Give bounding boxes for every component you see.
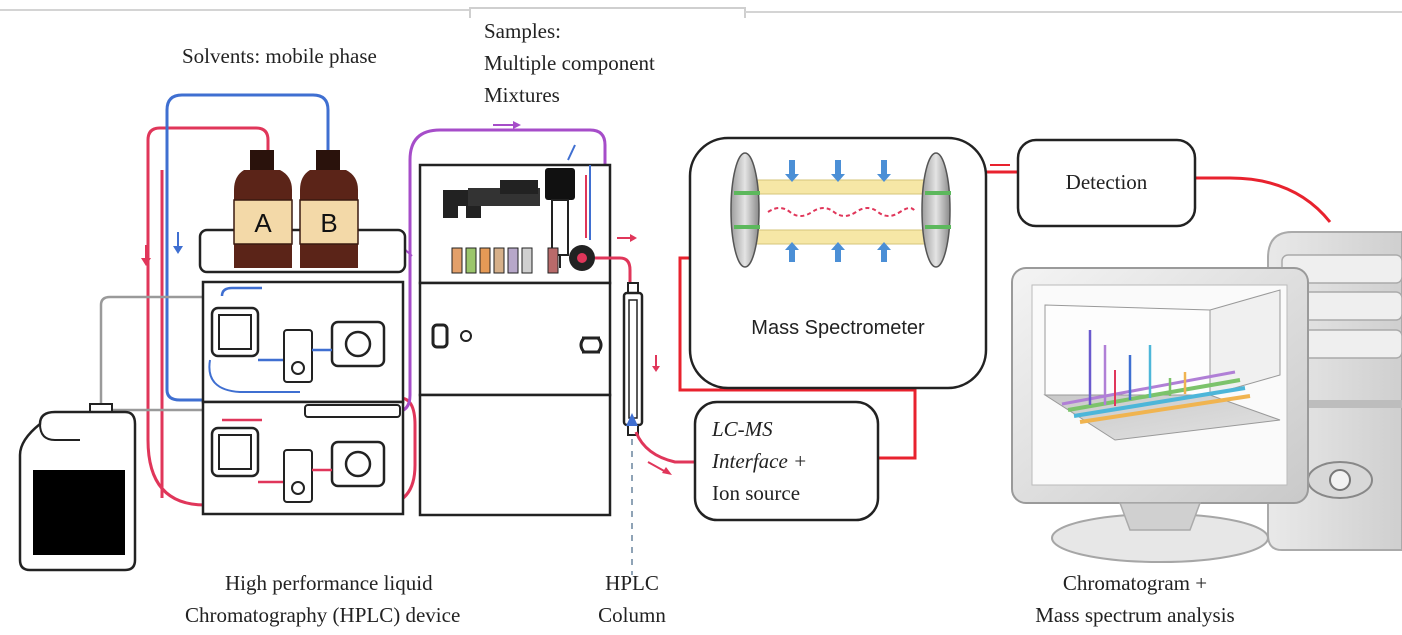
solvent-bottle-a-icon: A (233, 150, 293, 268)
top-border (0, 7, 1402, 18)
samples-label-line3: Mixtures (484, 83, 560, 107)
mass-spectrometer-label: Mass Spectrometer (751, 317, 925, 339)
samples-label-line2: Multiple component (484, 51, 655, 75)
interface-box (693, 400, 880, 522)
analysis-label-line1: Chromatogram + (1062, 571, 1208, 595)
hplc-column-icon (622, 282, 695, 575)
samples-label-line1: Samples: (484, 19, 561, 43)
hplc-device-label-line1: High performance liquid (225, 571, 433, 595)
solvents-label: Solvents: mobile phase (182, 44, 377, 68)
interface-label-line2: Interface + (712, 449, 808, 473)
detection-label: Detection (1065, 170, 1148, 194)
analysis-label-line2: Mass spectrum analysis (1035, 603, 1235, 627)
autosampler-stack (418, 144, 637, 517)
bottle-b-letter: B (320, 208, 337, 238)
interface-label-line1: LC-MS (712, 417, 773, 441)
column-label-line2: Column (598, 603, 666, 627)
gray-drain-tubing (99, 295, 212, 412)
hplc-device-label-line2: Chromatography (HPLC) device (185, 603, 461, 627)
column-label-line1: HPLC (605, 571, 659, 595)
interface-label-line3: Ion source (712, 481, 801, 505)
solvent-bottle-b-icon: B (299, 150, 359, 268)
mass-spectrometer-box (688, 136, 988, 390)
hplc-pump-stack (198, 228, 407, 516)
signal-wiring (678, 164, 1332, 460)
waste-canister-icon (18, 403, 137, 572)
chromatogram-3d-icon (1043, 289, 1281, 441)
detection-box (1016, 138, 1197, 228)
bottle-a-letter: A (254, 208, 272, 238)
